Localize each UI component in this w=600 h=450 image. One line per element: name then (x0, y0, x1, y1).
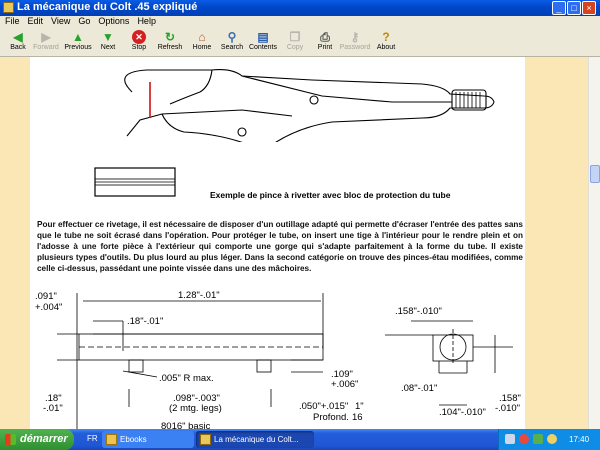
menu-go[interactable]: Go (78, 16, 91, 26)
language-indicator[interactable]: FR (87, 434, 98, 443)
security-icon[interactable] (519, 434, 529, 444)
dim-side-right-tol: -.010" (495, 403, 520, 414)
dim-leg-height: .109" (331, 369, 353, 380)
contents-button[interactable]: ▤Contents (248, 30, 278, 51)
left-margin-band (0, 57, 30, 429)
menu-bar: File Edit View Go Options Help (0, 16, 600, 28)
copy-icon: ❐ (289, 30, 301, 44)
plier-illustration (124, 69, 495, 142)
search-icon: ⚲ (227, 30, 237, 44)
menu-edit[interactable]: Edit (27, 16, 44, 26)
windows-logo-icon (5, 434, 16, 445)
dim-leg-width: .050"+.015" (299, 401, 348, 412)
start-label: démarrer (20, 433, 68, 445)
dim-left-top: .091" (35, 291, 57, 302)
dim-fraction-den: 16 (352, 412, 363, 423)
dim-side-right: .158" (499, 393, 521, 404)
home-icon: ⌂ (198, 30, 206, 44)
technical-drawing: .091" +.004" 1.28"-.01" .18"-.01" .005" … (35, 290, 521, 429)
body-paragraph: Pour effectuer ce rivetage, il est néces… (37, 220, 523, 273)
about-button[interactable]: ?About (376, 30, 396, 51)
stop-button[interactable]: ✕Stop (131, 30, 147, 51)
start-button[interactable]: démarrer (0, 429, 74, 450)
dim-bore: .18"-.01" (127, 316, 163, 327)
dim-left-tol: +.004" (35, 302, 62, 313)
copy-button[interactable]: ❐Copy (286, 30, 304, 51)
search-button[interactable]: ⚲Search (220, 30, 244, 51)
figure-caption: Exemple de pince à rivetter avec bloc de… (210, 190, 451, 200)
toolbar: ◀Back ▶Forward ▲Previous ▼Next ✕Stop ↻Re… (0, 28, 600, 57)
dim-radius: .005" R max. (159, 373, 214, 384)
up-arrow-icon: ▲ (72, 30, 84, 44)
right-margin-band (525, 57, 588, 429)
document-page: Exemple de pince à rivetter avec bloc de… (30, 57, 525, 429)
down-arrow-icon: ▼ (102, 30, 114, 44)
update-icon[interactable] (533, 434, 543, 444)
key-icon: ⚷ (350, 30, 360, 44)
window-title: La mécanique du Colt .45 expliqué (17, 1, 198, 13)
network-icon[interactable] (505, 434, 515, 444)
dim-leg-tol: +.006" (331, 379, 358, 390)
dim-basic: 8016" basic (161, 421, 211, 429)
taskbar-item-ebooks[interactable]: Ebooks (102, 431, 194, 448)
protection-block-drawing (94, 167, 176, 197)
print-button[interactable]: ⎙Print (317, 30, 333, 51)
maximize-button[interactable]: □ (567, 1, 581, 15)
left-arrow-icon: ◀ (13, 30, 23, 44)
title-bar: La mécanique du Colt .45 expliqué _ □ × (0, 0, 600, 16)
dim-left-bottom-tol: -.01" (43, 403, 63, 414)
back-button[interactable]: ◀Back (10, 30, 26, 51)
dim-legs: .098"-.003" (173, 393, 220, 404)
minimize-button[interactable]: _ (552, 1, 566, 15)
home-button[interactable]: ⌂Home (192, 30, 212, 51)
password-button[interactable]: ⚷Password (339, 30, 371, 51)
close-button[interactable]: × (582, 1, 596, 15)
clock[interactable]: 17:40 (569, 435, 590, 444)
scrollbar-thumb[interactable] (590, 165, 600, 183)
dim-left-bottom: .18" (45, 393, 62, 404)
right-arrow-icon: ▶ (41, 30, 51, 44)
menu-file[interactable]: File (5, 16, 20, 26)
refresh-icon: ↻ (164, 30, 176, 44)
previous-button[interactable]: ▲Previous (64, 30, 92, 51)
refresh-button[interactable]: ↻Refresh (157, 30, 183, 51)
taskbar: démarrer FR Ebooks La mécanique du Colt.… (0, 429, 600, 450)
dim-legs-note: (2 mtg. legs) (169, 403, 222, 414)
help-icon: ? (382, 30, 390, 44)
print-icon: ⎙ (320, 30, 330, 44)
document-view[interactable]: Exemple de pince à rivetter avec bloc de… (0, 57, 600, 429)
app-icon[interactable] (3, 2, 14, 13)
dim-fraction-num: 1" (355, 401, 364, 412)
menu-help[interactable]: Help (137, 16, 156, 26)
taskbar-item-colt[interactable]: La mécanique du Colt... (196, 431, 314, 448)
next-button[interactable]: ▼Next (100, 30, 116, 51)
dim-side-top: .158"-.010" (395, 306, 442, 317)
dim-length: 1.28"-.01" (178, 290, 220, 301)
folder-icon (106, 434, 117, 445)
menu-view[interactable]: View (51, 16, 71, 26)
vertical-scrollbar[interactable] (588, 57, 600, 429)
forward-button[interactable]: ▶Forward (33, 30, 59, 51)
dim-side-bottom: .104"-.010" (439, 407, 486, 418)
contents-icon: ▤ (257, 30, 269, 44)
volume-icon[interactable] (547, 434, 557, 444)
dim-profond: Profond. (313, 412, 349, 423)
stop-icon: ✕ (132, 30, 146, 44)
menu-options[interactable]: Options (98, 16, 130, 26)
system-tray: 17:40 (498, 429, 600, 450)
dim-side-mid: .08"-.01" (401, 383, 437, 394)
help-file-icon (200, 434, 211, 445)
